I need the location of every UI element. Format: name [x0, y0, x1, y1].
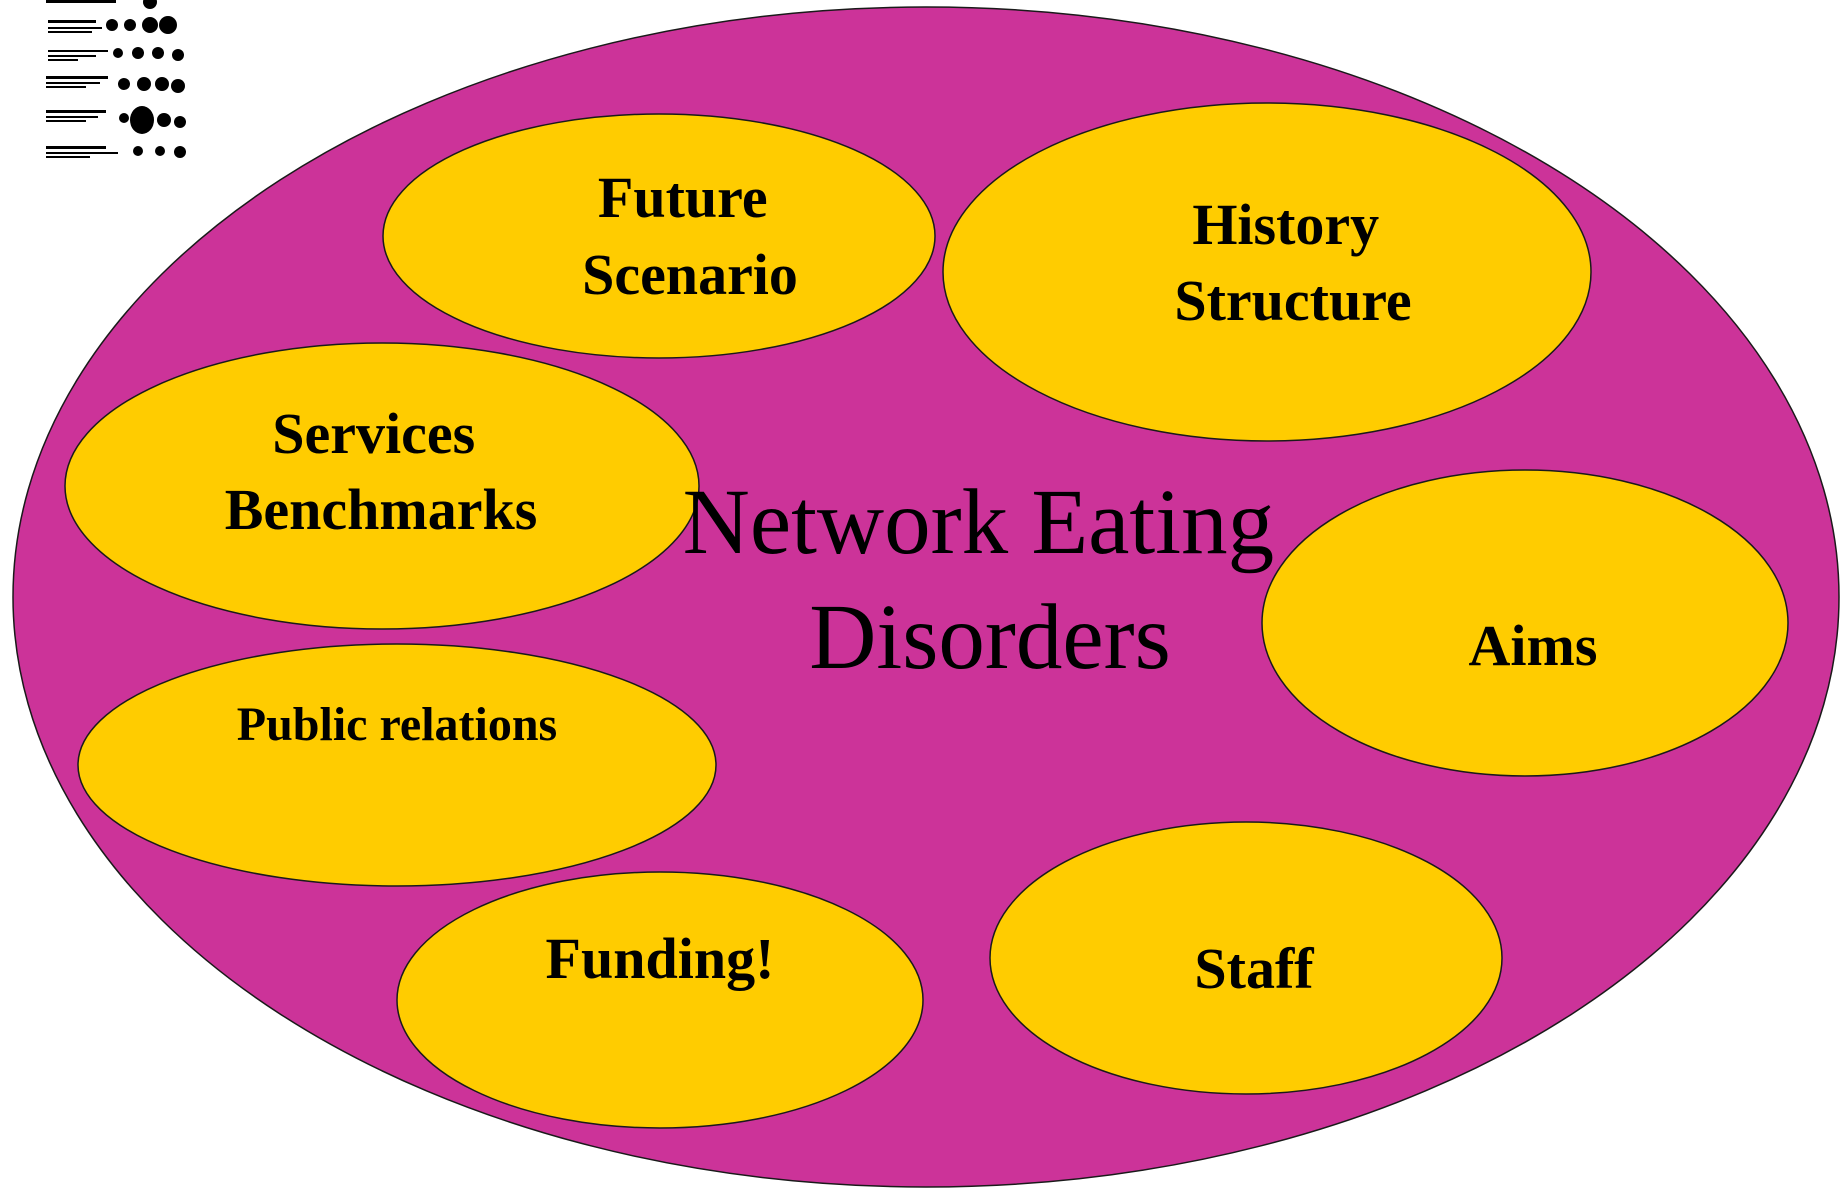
network-title: Network Eating Disorders: [683, 471, 1298, 689]
bubble-aims: Aims: [1261, 469, 1789, 777]
bubble-history-structure: History Structure: [942, 102, 1592, 442]
bubble-funding-line-1: Funding!: [546, 926, 775, 991]
bubble-funding: Funding!: [396, 871, 924, 1129]
svg-text:History Structure: History Structure: [1174, 192, 1411, 333]
svg-text:Funding!: Funding!: [546, 926, 775, 991]
svg-text:Public relations: Public relations: [237, 698, 557, 751]
svg-text:Services Benchmarks: Services Benchmarks: [225, 401, 538, 542]
bubble-aims-line-1: Aims: [1469, 613, 1598, 678]
bubble-public-relations: Public relations: [77, 643, 717, 887]
network-figures-logo-icon: [46, 0, 186, 158]
bubble-future-scenario-line-1: Future: [598, 165, 768, 230]
bubble-history-structure-line-2: Structure: [1174, 268, 1411, 333]
bubble-history-structure-line-1: History: [1192, 192, 1379, 257]
bubble-public-relations-line-1: Public relations: [237, 698, 557, 751]
bubble-services-benchmarks-line-2: Benchmarks: [225, 477, 538, 542]
bubble-public-relations-shape: [77, 643, 717, 887]
bubble-staff-shape: [989, 821, 1503, 1095]
bubble-future-scenario-shape: [382, 113, 936, 359]
bubble-staff: Staff: [989, 821, 1503, 1095]
bubble-services-benchmarks: Services Benchmarks: [64, 342, 700, 630]
bubble-funding-shape: [396, 871, 924, 1129]
svg-text:Staff: Staff: [1194, 936, 1314, 1001]
bubble-future-scenario-line-2: Scenario: [582, 242, 798, 307]
bubble-services-benchmarks-shape: [64, 342, 700, 630]
bubble-future-scenario: Future Scenario: [382, 113, 936, 359]
bubble-services-benchmarks-line-1: Services: [272, 401, 475, 466]
network-title-line-1: Network Eating: [683, 471, 1274, 574]
bubble-history-structure-shape: [942, 102, 1592, 442]
bubble-staff-line-1: Staff: [1194, 936, 1314, 1001]
bubble-aims-shape: [1261, 469, 1789, 777]
svg-text:Future Scenario: Future Scenario: [582, 165, 798, 307]
network-title-line-2: Disorders: [809, 586, 1171, 689]
svg-text:Aims: Aims: [1469, 613, 1598, 678]
